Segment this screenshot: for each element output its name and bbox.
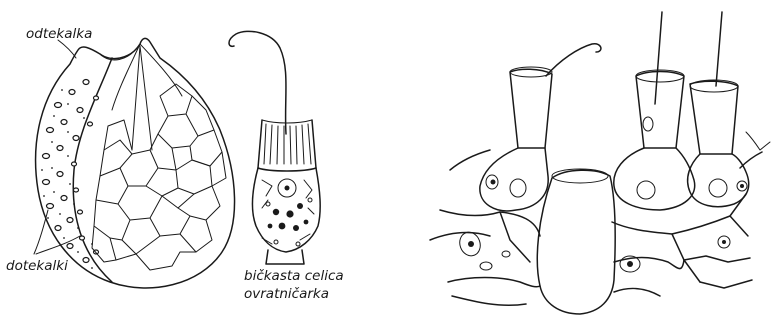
ostia-pores — [41, 80, 98, 269]
flagellum — [229, 31, 286, 134]
canal-network — [92, 84, 226, 270]
pointer-line — [746, 132, 770, 150]
flagellum-2 — [655, 12, 662, 104]
choanocyte-cell-illustration — [229, 31, 320, 264]
sponge-body-illustration — [36, 38, 235, 288]
osculum-label: odtekalka — [26, 26, 92, 42]
sponge-wall-cross-section — [430, 12, 770, 314]
flagellum-1 — [546, 44, 601, 76]
ostia-pointer-1 — [34, 210, 48, 254]
ostia-label: dotekalki — [6, 258, 68, 274]
flagellum-3 — [716, 12, 722, 86]
choanocyte-label-line1: bičkasta celica — [244, 268, 344, 284]
osculum-pointer — [58, 40, 76, 58]
choanocyte-label-line2: ovratničarka — [244, 286, 329, 302]
